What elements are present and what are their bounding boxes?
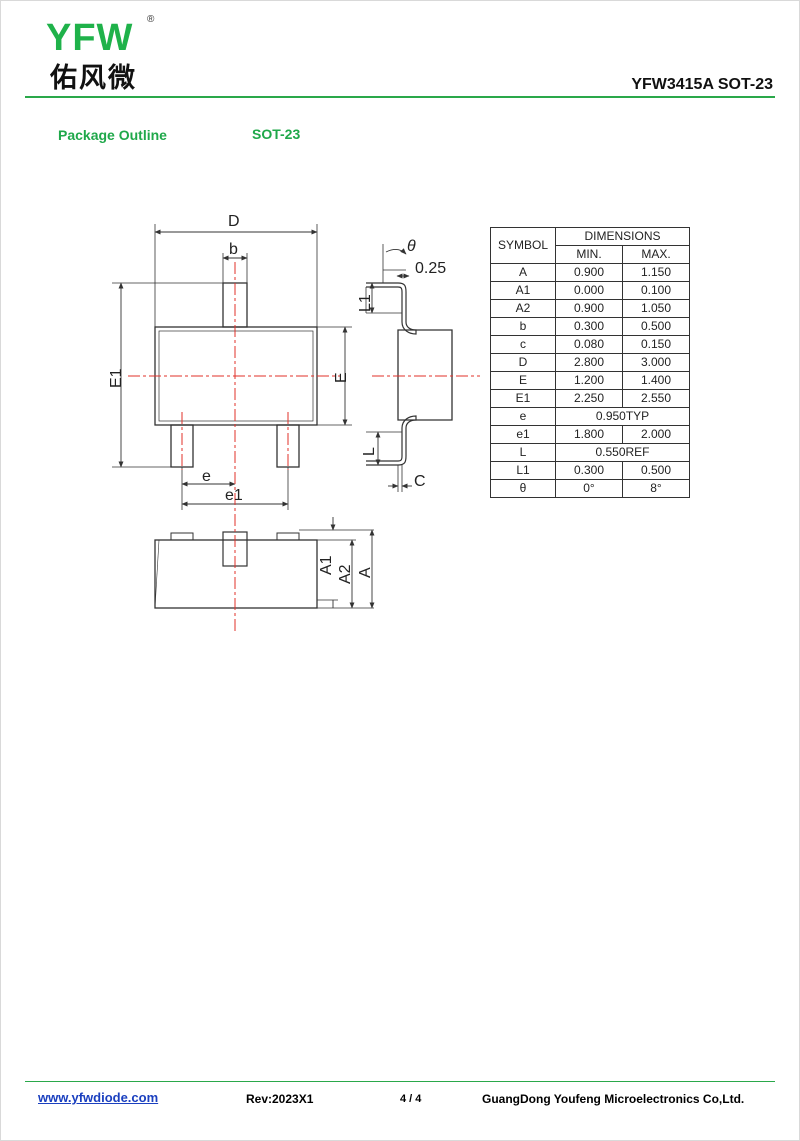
- front-view-lead-left: [170, 532, 194, 541]
- front-view-lead-right: [276, 532, 300, 541]
- cell-symbol: E: [490, 371, 556, 390]
- header-divider: [25, 96, 775, 98]
- label-L: L: [361, 447, 378, 456]
- cell-max: 1.050: [622, 299, 690, 318]
- cell-symbol: A1: [490, 281, 556, 300]
- header-symbol: SYMBOL: [490, 227, 556, 264]
- cell-min: 0.000: [555, 281, 623, 300]
- cell-min: 1.200: [555, 371, 623, 390]
- side-view-body: [397, 329, 453, 421]
- cell-max: 0.500: [622, 317, 690, 336]
- cell-max: 2.550: [622, 389, 690, 408]
- cell-symbol: c: [490, 335, 556, 354]
- section-title: Package Outline: [58, 127, 167, 143]
- footer-divider: [25, 1081, 775, 1082]
- label-e1: e1: [225, 487, 243, 504]
- label-C: C: [414, 473, 426, 490]
- label-A2: A2: [337, 564, 354, 584]
- cell-min: 0.900: [555, 299, 623, 318]
- logo-letters: YFW: [46, 17, 134, 59]
- cell-max: 2.000: [622, 425, 690, 444]
- header-dimensions: DIMENSIONS: [555, 227, 690, 246]
- page-number: 4 / 4: [400, 1093, 422, 1105]
- label-D: D: [228, 213, 240, 230]
- cell-min: 0°: [555, 479, 623, 498]
- cell-symbol: D: [490, 353, 556, 372]
- cell-symbol: b: [490, 317, 556, 336]
- cell-symbol: θ: [490, 479, 556, 498]
- cell-max: 0.150: [622, 335, 690, 354]
- front-view-body: [154, 539, 318, 609]
- cell-symbol: e: [490, 407, 556, 426]
- label-L1: L1: [357, 294, 374, 312]
- label-b: b: [229, 241, 238, 258]
- cell-max: 8°: [622, 479, 690, 498]
- label-e: e: [202, 468, 211, 485]
- cell-max: 3.000: [622, 353, 690, 372]
- cell-min: 0.080: [555, 335, 623, 354]
- label-E: E: [333, 372, 350, 383]
- label-E1: E1: [108, 368, 125, 388]
- label-A: A: [357, 567, 374, 578]
- cell-min: 0.300: [555, 317, 623, 336]
- logo-registered-mark: ®: [147, 14, 155, 25]
- table-header-row: SYMBOL DIMENSIONS: [490, 227, 690, 264]
- cell-symbol: e1: [490, 425, 556, 444]
- side-view-lead-bottom: [366, 415, 417, 466]
- document-title: YFW3415A SOT-23: [631, 76, 773, 93]
- company-name: GuangDong Youfeng Microelectronics Co,Lt…: [482, 1092, 745, 1106]
- label-theta: θ: [407, 238, 416, 255]
- cell-max: 0.500: [622, 461, 690, 480]
- side-view-lead-top: [366, 282, 417, 335]
- cell-symbol: A2: [490, 299, 556, 318]
- cell-min: 2.800: [555, 353, 623, 372]
- cell-symbol: A: [490, 263, 556, 282]
- company-logo: YFW ® 佑风微: [46, 14, 156, 94]
- header-max: MAX.: [622, 245, 690, 264]
- cell-typical: 0.550REF: [555, 443, 690, 462]
- website-link[interactable]: www.yfwdiode.com: [38, 1090, 159, 1105]
- package-outline-drawing: D b E1 E e e1 θ 0.25 L1 L C A1 A2 A: [108, 213, 480, 632]
- cell-min: 0.300: [555, 461, 623, 480]
- label-gauge: 0.25: [415, 260, 446, 277]
- cell-symbol: E1: [490, 389, 556, 408]
- cell-typical: 0.950TYP: [555, 407, 690, 426]
- cell-max: 0.100: [622, 281, 690, 300]
- logo-chinese-name: 佑风微: [50, 63, 137, 94]
- cell-min: 2.250: [555, 389, 623, 408]
- cell-max: 1.150: [622, 263, 690, 282]
- revision-label: Rev:2023X1: [246, 1092, 314, 1106]
- cell-min: 0.900: [555, 263, 623, 282]
- cell-max: 1.400: [622, 371, 690, 390]
- cell-symbol: L1: [490, 461, 556, 480]
- section-package-name: SOT-23: [252, 126, 301, 142]
- cell-symbol: L: [490, 443, 556, 462]
- header-min: MIN.: [555, 245, 623, 264]
- label-A1: A1: [318, 555, 335, 575]
- dim-theta-arc: [385, 248, 407, 255]
- cell-min: 1.800: [555, 425, 623, 444]
